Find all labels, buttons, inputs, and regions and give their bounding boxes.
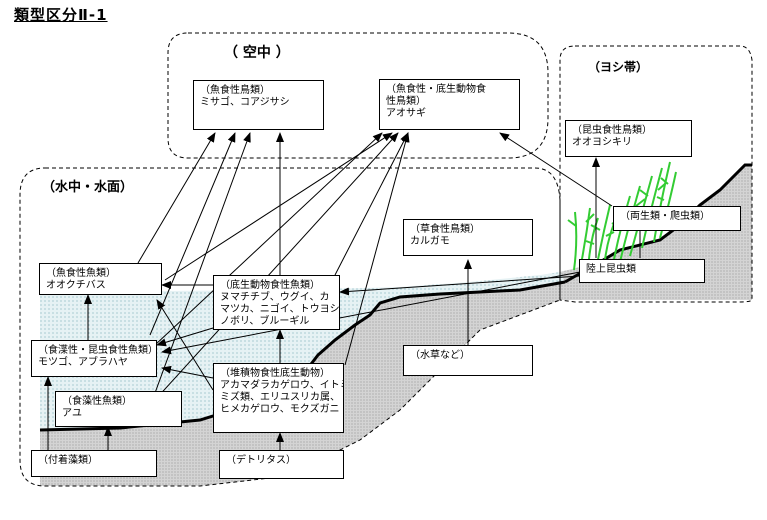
box-line: 陸上昆虫類: [586, 264, 636, 275]
box-detritus-feeding-benthos: （堆積物食性底生動物） アカマダラカゲロウ、イトミ ミズ類、エリユスリカ属、 ヒ…: [213, 363, 344, 433]
box-line: モツゴ、アブラハヤ: [38, 357, 128, 368]
box-detritus: （デトリタス）: [219, 450, 344, 479]
box-algae-eating-fish: （食藻性魚類） アユ: [55, 391, 182, 427]
box-line: ミサゴ、コアジサシ: [200, 97, 290, 108]
box-line: アカマダラカゲロウ、イトミ: [220, 380, 344, 391]
box-piscivorous-fish: （魚食性魚類） オオクチバス: [39, 263, 162, 295]
region-label-reed: （ヨシ帯）: [588, 60, 649, 74]
sky-region: [167, 32, 549, 159]
box-line: アユ: [62, 408, 82, 419]
page-title: 類型区分Ⅱ-1: [14, 6, 108, 24]
box-terrestrial-insects: 陸上昆虫類: [579, 259, 705, 283]
box-line: （両生類・爬虫類）: [620, 211, 710, 222]
feeding-arrows: [44, 132, 641, 450]
water-area: [40, 272, 565, 430]
box-attached-algae: （付着藻類）: [31, 450, 157, 477]
box-line: （昆虫食性鳥類）: [572, 125, 652, 136]
box-fish-benthos-birds: （魚食性・底生動物食 性鳥類） アオサギ: [379, 79, 520, 130]
region-label-water: （水中・水面）: [42, 180, 134, 195]
box-herbivorous-birds: （草食性鳥類） カルガモ: [403, 219, 533, 256]
box-omnivorous-fish: （食渫性・昆虫食性魚類） モツゴ、アブラハヤ: [31, 340, 157, 377]
box-line: （付着藻類）: [38, 455, 98, 466]
box-line: ミズ類、エリユスリカ属、: [220, 392, 340, 403]
box-line: （底生動物食性魚類）: [220, 280, 320, 291]
box-line: アオサギ: [386, 108, 426, 119]
box-line: ヒメカゲロウ、モクズガニ: [220, 404, 340, 415]
bank-substrate: [40, 165, 752, 486]
box-line: オオクチバス: [46, 280, 106, 291]
box-insect-eating-birds: （昆虫食性鳥類） オオヨシキリ: [565, 120, 692, 157]
box-line: （魚食性魚類）: [46, 268, 116, 279]
box-benthos-eating-fish: （底生動物食性魚類） ヌマチチブ、ウグイ、カ マツカ、ニゴイ、トウヨシ ノボリ、…: [213, 275, 340, 330]
box-line: （草食性鳥類）: [410, 224, 480, 235]
box-line: マツカ、ニゴイ、トウヨシ: [220, 304, 340, 315]
box-line: （魚食性・底生動物食: [386, 84, 486, 95]
reed-region: [559, 45, 753, 303]
box-line: 性鳥類）: [386, 96, 426, 107]
box-amphibians-reptiles: （両生類・爬虫類）: [613, 206, 741, 231]
water-region: [19, 167, 561, 487]
box-line: （水草など）: [410, 350, 470, 361]
box-line: （堆積物食性底生動物）: [220, 368, 330, 379]
box-line: （デトリタス）: [226, 455, 296, 466]
box-line: （食藻性魚類）: [62, 396, 132, 407]
box-line: カルガモ: [410, 236, 450, 247]
box-line: オオヨシキリ: [572, 137, 632, 148]
box-fish-eating-birds: （魚食性鳥類） ミサゴ、コアジサシ: [193, 80, 324, 130]
box-line: ヌマチチブ、ウグイ、カ: [220, 292, 330, 303]
box-aquatic-plants: （水草など）: [403, 345, 533, 376]
box-line: （魚食性鳥類）: [200, 85, 270, 96]
box-line: ノボリ、ブルーギル: [220, 316, 310, 327]
region-label-sky: （ 空中 ）: [224, 45, 290, 61]
box-line: （食渫性・昆虫食性魚類）: [38, 345, 157, 356]
